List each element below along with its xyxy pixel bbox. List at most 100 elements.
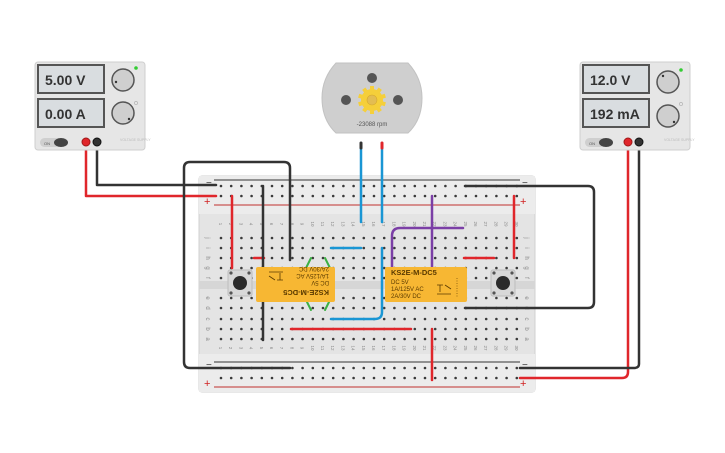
hole[interactable] bbox=[433, 306, 437, 310]
hole[interactable] bbox=[342, 296, 345, 300]
hole[interactable] bbox=[280, 327, 284, 331]
psu-right-negative-terminal[interactable] bbox=[634, 137, 644, 147]
hole[interactable] bbox=[433, 337, 437, 341]
hole[interactable] bbox=[240, 296, 243, 300]
rail-hole[interactable] bbox=[219, 194, 223, 198]
hole[interactable] bbox=[505, 236, 508, 240]
hole[interactable] bbox=[240, 236, 243, 240]
hole[interactable] bbox=[393, 306, 396, 310]
rail-hole[interactable] bbox=[454, 366, 457, 370]
rail-hole[interactable] bbox=[372, 184, 376, 188]
hole[interactable] bbox=[291, 236, 294, 240]
rail-hole[interactable] bbox=[250, 194, 253, 198]
hole[interactable] bbox=[423, 337, 427, 341]
hole[interactable] bbox=[229, 296, 233, 300]
rail-hole[interactable] bbox=[495, 194, 498, 198]
hole[interactable] bbox=[474, 266, 478, 270]
hole[interactable] bbox=[474, 327, 478, 331]
rail-hole[interactable] bbox=[362, 194, 366, 198]
pushbutton-right[interactable] bbox=[490, 269, 516, 297]
rail-hole[interactable] bbox=[301, 184, 304, 188]
relay-left[interactable]: KS2E-M-DC5 DC 5V 1A/125V AC 2A/30V DC bbox=[256, 265, 335, 302]
rail-hole[interactable] bbox=[413, 184, 417, 188]
hole[interactable] bbox=[454, 256, 457, 260]
rail-hole[interactable] bbox=[433, 194, 437, 198]
hole[interactable] bbox=[484, 296, 488, 300]
rail-hole[interactable] bbox=[270, 376, 274, 380]
hole[interactable] bbox=[219, 327, 223, 331]
hole[interactable] bbox=[433, 327, 437, 331]
rail-hole[interactable] bbox=[321, 194, 325, 198]
hole[interactable] bbox=[382, 337, 386, 341]
rail-hole[interactable] bbox=[229, 376, 233, 380]
hole[interactable] bbox=[301, 236, 304, 240]
hole[interactable] bbox=[311, 236, 315, 240]
hole[interactable] bbox=[454, 337, 457, 341]
hole[interactable] bbox=[444, 246, 447, 250]
hole[interactable] bbox=[393, 337, 396, 341]
hole[interactable] bbox=[495, 337, 498, 341]
hole[interactable] bbox=[382, 306, 386, 310]
rail-hole[interactable] bbox=[362, 376, 366, 380]
hole[interactable] bbox=[474, 296, 478, 300]
hole[interactable] bbox=[352, 276, 355, 280]
hole[interactable] bbox=[495, 296, 498, 300]
hole[interactable] bbox=[464, 246, 468, 250]
hole[interactable] bbox=[413, 306, 417, 310]
rail-hole[interactable] bbox=[444, 184, 447, 188]
hole[interactable] bbox=[515, 236, 519, 240]
hole[interactable] bbox=[382, 236, 386, 240]
rail-hole[interactable] bbox=[301, 194, 304, 198]
rail-hole[interactable] bbox=[372, 366, 376, 370]
rail-hole[interactable] bbox=[362, 366, 366, 370]
wire-blue-to-c-row[interactable] bbox=[329, 246, 384, 321]
hole[interactable] bbox=[515, 276, 519, 280]
rail-hole[interactable] bbox=[423, 184, 427, 188]
hole[interactable] bbox=[484, 337, 488, 341]
hole[interactable] bbox=[382, 317, 386, 321]
rail-hole[interactable] bbox=[311, 366, 315, 370]
hole[interactable] bbox=[362, 256, 366, 260]
rail-hole[interactable] bbox=[413, 194, 417, 198]
hole[interactable] bbox=[464, 317, 468, 321]
hole[interactable] bbox=[219, 317, 223, 321]
rail-hole[interactable] bbox=[342, 184, 345, 188]
hole[interactable] bbox=[240, 246, 243, 250]
rail-hole[interactable] bbox=[413, 376, 417, 380]
hole[interactable] bbox=[342, 236, 345, 240]
rail-hole[interactable] bbox=[464, 194, 468, 198]
hole[interactable] bbox=[311, 256, 315, 260]
psu-left-voltage-knob[interactable] bbox=[111, 68, 135, 92]
hole[interactable] bbox=[505, 337, 508, 341]
hole[interactable] bbox=[484, 236, 488, 240]
rail-hole[interactable] bbox=[454, 184, 457, 188]
hole[interactable] bbox=[433, 256, 437, 260]
hole[interactable] bbox=[301, 317, 304, 321]
rail-hole[interactable] bbox=[291, 184, 294, 188]
hole[interactable] bbox=[495, 327, 498, 331]
hole[interactable] bbox=[444, 256, 447, 260]
psu-right-voltage-knob[interactable] bbox=[656, 70, 680, 94]
hole[interactable] bbox=[311, 246, 315, 250]
hole[interactable] bbox=[362, 246, 366, 250]
hole[interactable] bbox=[362, 306, 366, 310]
rail-hole[interactable] bbox=[291, 194, 294, 198]
hole[interactable] bbox=[352, 306, 355, 310]
hole[interactable] bbox=[352, 256, 355, 260]
hole[interactable] bbox=[219, 306, 223, 310]
hole[interactable] bbox=[240, 306, 243, 310]
hole[interactable] bbox=[362, 236, 366, 240]
hole[interactable] bbox=[484, 266, 488, 270]
psu-right-positive-terminal[interactable] bbox=[623, 137, 633, 147]
rail-hole[interactable] bbox=[403, 184, 406, 188]
hole[interactable] bbox=[474, 276, 478, 280]
hole[interactable] bbox=[291, 317, 294, 321]
hole[interactable] bbox=[250, 266, 253, 270]
rail-hole[interactable] bbox=[382, 184, 386, 188]
hole[interactable] bbox=[342, 266, 345, 270]
psu-left-negative-terminal[interactable] bbox=[92, 137, 102, 147]
hole[interactable] bbox=[444, 337, 447, 341]
hole[interactable] bbox=[250, 337, 253, 341]
hole[interactable] bbox=[229, 317, 233, 321]
hole[interactable] bbox=[433, 246, 437, 250]
